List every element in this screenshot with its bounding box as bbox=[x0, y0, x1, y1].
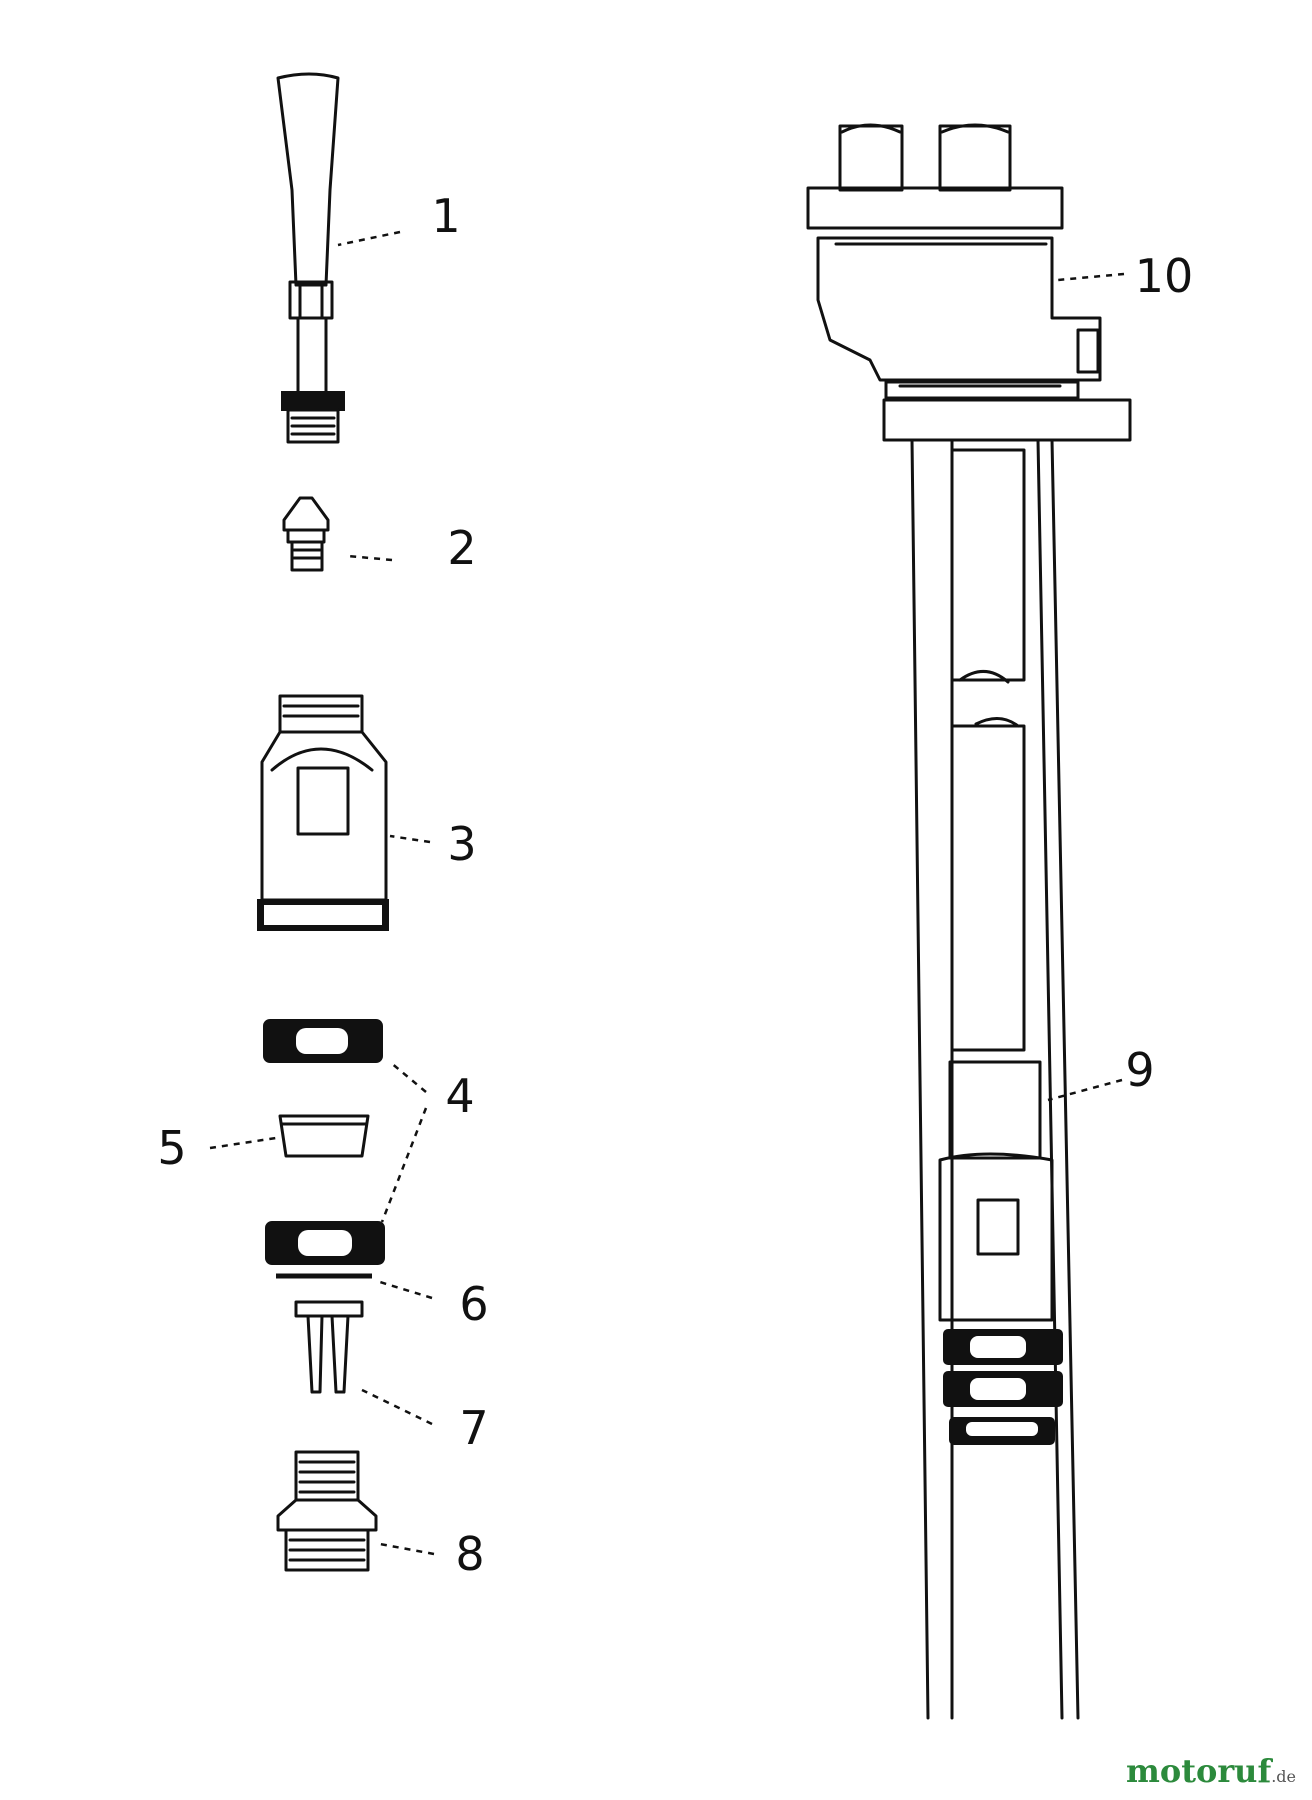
callout-8: 8 bbox=[455, 1527, 484, 1581]
part-2-nozzle-tip bbox=[282, 496, 330, 572]
callout-4: 4 bbox=[445, 1069, 474, 1123]
callout-2: 2 bbox=[447, 521, 476, 575]
callout-6: 6 bbox=[459, 1277, 488, 1331]
callout-1: 1 bbox=[431, 189, 460, 243]
watermark-brand: motoruf bbox=[1125, 1752, 1272, 1790]
watermark-tld: .de bbox=[1271, 1767, 1296, 1786]
callout-7: 7 bbox=[459, 1401, 488, 1455]
part-4-lower-ring bbox=[265, 1221, 385, 1265]
callout-3: 3 bbox=[447, 817, 476, 871]
callout-10: 10 bbox=[1135, 249, 1194, 303]
leader-lines bbox=[209, 230, 1125, 1556]
callout-9: 9 bbox=[1125, 1043, 1154, 1097]
part-1-tapered-tube bbox=[276, 72, 345, 444]
pump-assembly bbox=[806, 123, 1132, 1720]
part-5-cup bbox=[278, 1114, 370, 1158]
part-4-upper-ring bbox=[263, 1019, 383, 1063]
part-7-valve bbox=[294, 1300, 364, 1394]
callouts: 1 2 3 4 5 6 7 8 9 10 bbox=[157, 189, 1193, 1581]
motoruf-logo: motoruf.de bbox=[1126, 1752, 1296, 1790]
part-8-fitting bbox=[276, 1450, 378, 1572]
callout-5: 5 bbox=[157, 1121, 186, 1175]
part-3-housing bbox=[257, 694, 389, 931]
